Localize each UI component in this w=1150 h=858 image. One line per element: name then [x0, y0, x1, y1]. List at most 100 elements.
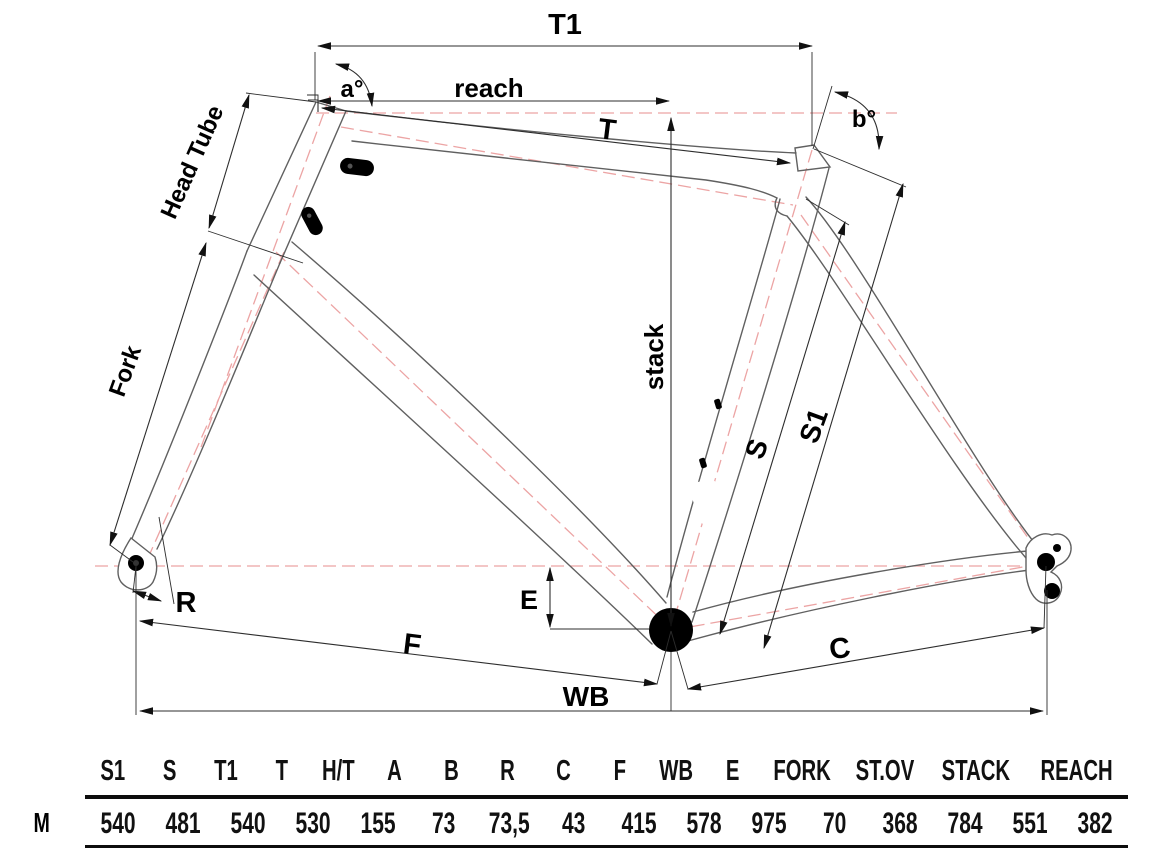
col-header: C	[556, 755, 572, 787]
c-connector-left	[670, 630, 689, 690]
col-header: B	[443, 755, 459, 787]
col-header: E	[726, 755, 740, 787]
s1-dim	[763, 182, 904, 650]
value-cell: 540	[230, 807, 266, 840]
label-f: F	[401, 628, 422, 662]
headtube-left	[246, 101, 317, 252]
value-cell: 415	[621, 807, 657, 840]
f-dim	[138, 618, 659, 687]
label-head-tube: Head Tube	[156, 101, 230, 222]
col-header: T1	[214, 755, 238, 787]
table-rule-bottom	[85, 845, 1128, 848]
frame-diagram: T1 reach T a° b° Head Tube Fork stack S …	[95, 9, 1072, 715]
dropout-bolt-hole	[1053, 544, 1061, 552]
label-angle-a: a°	[341, 76, 364, 103]
label-t1: T1	[548, 9, 582, 41]
chainstay-axis	[672, 562, 1046, 631]
toptube-axis	[340, 126, 794, 206]
angle-b-ext	[812, 85, 833, 150]
headtube-ext-top	[245, 92, 317, 103]
rear-axle-hole-inner	[1042, 558, 1050, 566]
label-t: T	[596, 113, 618, 147]
col-header: F	[614, 755, 627, 787]
col-header: S1	[100, 755, 126, 787]
derailleur-hanger-hole	[1044, 583, 1060, 599]
value-cell: 784	[947, 807, 983, 840]
steerer-notch	[308, 99, 319, 112]
s-ext	[805, 198, 850, 226]
fork-trailing-edge	[156, 262, 281, 550]
seat-clamp	[794, 144, 832, 172]
col-header: H/T	[322, 755, 355, 787]
col-header: S	[162, 755, 177, 787]
downtube-lower	[253, 274, 653, 645]
toptube-lower	[351, 140, 788, 217]
t-dim	[320, 105, 792, 166]
headtube-dim	[208, 93, 250, 230]
r-axis-line	[158, 516, 175, 605]
value-cell: 70	[822, 807, 847, 840]
bottle-boss	[714, 398, 722, 410]
dimension-labels: T1 reach T a° b° Head Tube Fork stack S …	[104, 9, 876, 712]
frame-outline	[117, 101, 1072, 652]
value-cell: 578	[686, 807, 722, 840]
value-cell: 481	[165, 807, 201, 840]
s1-ext	[813, 148, 907, 188]
label-reach: reach	[454, 73, 523, 103]
label-s1: S1	[793, 404, 834, 447]
downtube-upper	[291, 241, 667, 604]
r-axle-line	[132, 565, 137, 594]
col-header: REACH	[1040, 755, 1113, 787]
table-value-row: 540 481 540 530 155 73 73,5 43 415 578 9…	[85, 807, 1128, 841]
fork-leading-edge	[127, 250, 248, 563]
front-derailleur-mount	[690, 479, 726, 525]
label-e: E	[520, 585, 538, 615]
label-c: C	[827, 632, 852, 667]
bottle-boss	[699, 457, 707, 469]
col-header: WB	[659, 755, 694, 787]
seatstay-lower	[786, 215, 1027, 559]
chainstay-upper	[692, 550, 1029, 613]
downtube-cable-port	[301, 206, 323, 236]
angle-a-arc	[334, 63, 375, 108]
downtube-axis	[275, 251, 672, 630]
value-cell: 73,5	[488, 807, 530, 840]
label-wb: WB	[563, 681, 610, 712]
table-header-row: S1 S T1 T H/T A B R C F WB E FORK ST.OV …	[85, 755, 1128, 788]
toptube-cable-port	[340, 157, 374, 177]
label-stack: stack	[639, 323, 669, 390]
headtube-right	[279, 110, 347, 264]
geometry-table: S1 S T1 T H/T A B R C F WB E FORK ST.OV …	[0, 745, 1150, 858]
table-rule-top	[85, 795, 1128, 799]
value-cell: 551	[1012, 807, 1048, 840]
seattube-right	[691, 167, 830, 623]
centerlines	[95, 95, 1058, 641]
value-cell: 43	[562, 807, 586, 840]
value-cell: 73	[431, 807, 456, 840]
front-axle-center	[133, 560, 139, 566]
headtube-ext-bottom	[207, 230, 304, 264]
c-connector-right	[1043, 565, 1047, 629]
value-cell: 382	[1077, 807, 1113, 840]
col-header: T	[276, 755, 289, 787]
fork-ext	[109, 544, 134, 563]
seatstay-axis	[800, 214, 1046, 563]
value-cell: 368	[882, 807, 918, 840]
fork-dim	[109, 241, 207, 547]
col-header: R	[500, 755, 515, 787]
label-angle-b: b°	[852, 106, 876, 133]
value-cell: 530	[295, 807, 331, 840]
col-header: ST.OV	[855, 755, 915, 787]
chainstay-lower	[687, 569, 1031, 642]
toptube-upper	[345, 110, 797, 154]
seatstay-upper	[805, 196, 1038, 547]
angle-b-arc	[833, 91, 884, 151]
r-dim	[131, 590, 163, 602]
label-fork: Fork	[104, 342, 147, 401]
col-header: A	[387, 755, 403, 787]
value-cell: 155	[360, 807, 396, 840]
size-row-label: M	[33, 807, 51, 838]
bottom-bracket	[649, 608, 693, 652]
value-cell: 540	[100, 807, 136, 840]
label-r: R	[176, 587, 197, 619]
